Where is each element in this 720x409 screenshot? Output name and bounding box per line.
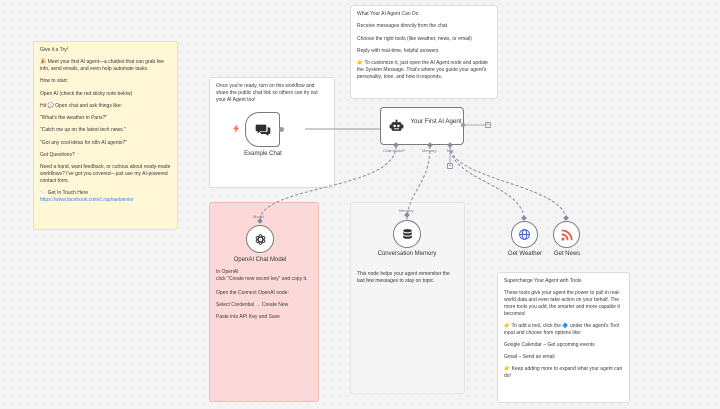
note-text: 👉 Keep adding more to expand what your a…: [504, 366, 623, 379]
note-text: Open the Connect OpenAI node:: [216, 289, 289, 296]
openai-model-port-label: Model: [253, 214, 264, 219]
note-intro: 🎉 Meet your first AI agent—a chatbot tha…: [40, 59, 165, 72]
get-weather-label: Get Weather: [508, 251, 542, 257]
add-tool-button[interactable]: +: [447, 163, 453, 169]
note-text: 👉 To add a tool, click the 🔷 under the a…: [504, 322, 619, 336]
note-text: Choose the right tools (like weather, ne…: [357, 35, 472, 42]
note-title: Give it a Try!: [40, 47, 69, 53]
tool-port-label: Tool: [446, 148, 454, 153]
sticky-note-give-it-a-try[interactable]: Give it a Try! 🎉 Meet your first AI agen…: [33, 41, 178, 230]
note-text: click "Create new secret key" and copy i…: [216, 275, 308, 282]
chat-trigger-label: Example Chat: [244, 151, 282, 157]
sticky-note-share[interactable]: Once you're ready, turn on this workflow…: [209, 77, 335, 188]
globe-icon: [519, 229, 530, 240]
sticky-note-capabilities[interactable]: What Your AI Agent Can Do Receive messag…: [350, 5, 498, 99]
note-contact-label: 📨 Get In Touch Here: [40, 189, 89, 196]
chat-model-port-label: Chat Model*: [383, 148, 406, 153]
note-text: Once you're ready, turn on this workflow…: [216, 83, 318, 103]
openai-model-label: OpenAI Chat Model: [233, 257, 287, 263]
get-weather-node[interactable]: [511, 221, 538, 248]
note-heading: Got Questions?: [40, 151, 75, 158]
note-text: In OpenAI: [216, 269, 239, 275]
note-text: These tools give your agent the power to…: [504, 290, 621, 317]
note-text: Paste into API Key and Save: [216, 314, 280, 320]
agent-name: Your First AI Agent: [410, 118, 462, 125]
note-title: Supercharge Your Agent with Tools: [504, 278, 582, 284]
chat-bubbles-icon: [255, 124, 271, 136]
trigger-output-port[interactable]: [279, 127, 284, 132]
ai-agent-node[interactable]: Your First AI Agent: [380, 107, 464, 145]
openai-chat-model-node[interactable]: [246, 225, 274, 253]
robot-icon: [389, 119, 404, 131]
database-icon: [403, 229, 412, 239]
agent-output-port[interactable]: [461, 123, 465, 127]
note-example: "What's the weather in Paris?": [40, 115, 108, 121]
get-news-label: Get News: [553, 251, 581, 257]
agent-output-add-button[interactable]: +: [485, 122, 491, 128]
note-text: Google Calendar – Get upcoming events: [504, 341, 595, 348]
contact-link[interactable]: https://www.facebook.com/c.raphaelsenior: [40, 196, 134, 203]
note-title: What Your AI Agent Can Do: [357, 11, 419, 17]
get-news-node[interactable]: [553, 221, 580, 248]
chat-trigger-node[interactable]: [245, 112, 280, 147]
note-heading: How to start:: [40, 78, 69, 85]
memory-port-label: Memory: [422, 148, 437, 153]
note-text: 👉 To customize it, just open the AI Agen…: [357, 60, 488, 80]
model-connection[interactable]: [259, 145, 397, 221]
note-step: Open AI (check the red sticky note below…: [40, 90, 133, 97]
weather-connection[interactable]: [449, 145, 525, 221]
note-text: Need a hand, want feedback, or curious a…: [40, 164, 171, 184]
note-text: Reply with real-time, helpful answers: [357, 47, 439, 54]
note-text: Gmail – Send an email: [504, 354, 555, 360]
memory-node-label: Conversation Memory: [377, 251, 437, 257]
note-step: Hit 💬 Open chat and ask things like:: [40, 102, 123, 109]
sticky-note-openai[interactable]: In OpenAI click "Create new secret key" …: [209, 202, 319, 402]
openai-logo-icon: [255, 234, 266, 245]
note-text: Select Credential → Create New: [216, 301, 289, 308]
note-text: Receive messages directly from the chat: [357, 23, 448, 30]
note-example: "Catch me up on the latest tech news.": [40, 127, 126, 134]
lightning-icon: [232, 124, 240, 133]
news-connection[interactable]: [449, 145, 567, 221]
memory-connection[interactable]: [406, 145, 431, 221]
sticky-note-tools[interactable]: Supercharge Your Agent with Tools These …: [497, 272, 630, 403]
note-text: This node helps your agent remember the …: [357, 271, 450, 284]
conversation-memory-node[interactable]: [393, 220, 421, 248]
memory-node-port-label: Memory: [399, 208, 414, 213]
note-example: "Got any cool ideas for n8n AI agents?": [40, 139, 127, 146]
rss-icon: [561, 229, 573, 241]
